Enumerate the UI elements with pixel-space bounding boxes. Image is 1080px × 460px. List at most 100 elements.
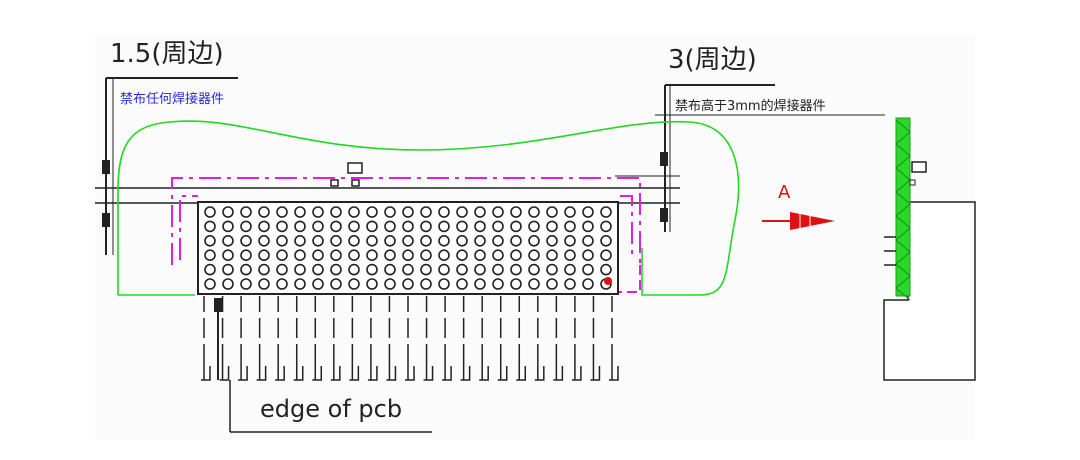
- connector-pin: [276, 263, 288, 276]
- connector-pin: [312, 206, 324, 218]
- connector-pin: [276, 235, 288, 247]
- connector-pin: [438, 206, 450, 218]
- connector-pin: [492, 206, 504, 218]
- connector-pin: [438, 249, 450, 261]
- connector-pin: [276, 220, 288, 233]
- connector-pin: [510, 278, 522, 290]
- view-arrow-icon: [762, 212, 835, 230]
- connector-pin: [510, 249, 522, 261]
- connector-pin: [582, 249, 594, 261]
- connector-pin: [366, 278, 378, 290]
- connector-pin: [384, 249, 396, 261]
- connector-pin: [582, 220, 594, 233]
- connector-pin: [294, 235, 306, 247]
- connector-pin: [510, 220, 522, 233]
- connector-pin: [258, 278, 270, 290]
- connector-pin: [474, 220, 486, 233]
- small-components: [330, 162, 363, 187]
- left-arrow-bottom: [102, 213, 110, 227]
- connector-pin: [492, 278, 504, 290]
- connector-pin-grid: [204, 206, 612, 290]
- side-view-hatch: [895, 119, 911, 301]
- connector-pin: [492, 263, 504, 276]
- connector-pin: [366, 235, 378, 247]
- connector-pin: [240, 220, 252, 233]
- connector-pin: [330, 263, 342, 276]
- connector-pin: [258, 235, 270, 247]
- connector-pin: [474, 263, 486, 276]
- connector-pin: [366, 263, 378, 276]
- left-dimension-callout: [102, 77, 238, 255]
- connector-pin: [438, 278, 450, 290]
- connector-lead: [275, 296, 285, 381]
- connector-pin: [348, 235, 360, 247]
- connector-pin: [384, 220, 396, 233]
- connector-lead: [609, 296, 619, 381]
- connector-pin: [258, 249, 270, 261]
- connector-pin: [366, 220, 378, 233]
- connector-pin: [384, 235, 396, 247]
- connector-pin: [492, 249, 504, 261]
- connector-pin: [420, 220, 432, 233]
- connector-pin: [222, 235, 234, 247]
- connector-pin: [528, 249, 540, 261]
- connector-pin: [258, 263, 270, 276]
- connector-lead: [201, 296, 211, 381]
- connector-pin: [240, 206, 252, 218]
- connector-pin: [222, 206, 234, 218]
- connector-pin: [438, 263, 450, 276]
- connector-pin: [294, 263, 306, 276]
- connector-pin: [420, 249, 432, 261]
- connector-pin: [348, 263, 360, 276]
- side-view-keepout-bar: [895, 117, 911, 297]
- connector-pin: [564, 249, 576, 261]
- connector-pin: [456, 278, 468, 290]
- connector-pin: [528, 263, 540, 276]
- connector-lead: [534, 296, 545, 381]
- connector-pin: [546, 263, 558, 276]
- connector-lead: [238, 296, 248, 381]
- connector-pin: [528, 206, 540, 218]
- right-dimension-callout: [615, 84, 885, 232]
- connector-pin: [600, 235, 612, 247]
- right-arrow-bottom: [660, 208, 668, 222]
- connector-pin: [366, 249, 378, 261]
- connector-pin: [204, 206, 216, 218]
- connector-pin: [546, 278, 558, 290]
- connector-pin: [474, 206, 486, 218]
- connector-pin: [294, 206, 306, 218]
- connector-pin: [546, 206, 558, 218]
- connector-pin: [420, 263, 432, 276]
- connector-pin: [204, 278, 216, 290]
- connector-pin: [330, 235, 342, 247]
- connector-pin: [456, 249, 468, 261]
- connector-pin: [492, 220, 504, 233]
- connector-pin: [330, 220, 342, 233]
- connector-pin: [582, 206, 594, 218]
- connector-pin: [330, 249, 342, 261]
- connector-pin: [600, 263, 612, 276]
- left-arrow-top: [102, 160, 110, 174]
- pin1-marker: [604, 277, 612, 285]
- connector-lead: [330, 296, 341, 381]
- connector-pin: [312, 249, 324, 261]
- connector-pin: [384, 263, 396, 276]
- connector-pin: [402, 206, 414, 218]
- connector-pin: [420, 278, 432, 290]
- connector-pin: [528, 220, 540, 233]
- keepout-outline: [117, 120, 740, 296]
- connector-pin: [582, 263, 594, 276]
- connector-pin: [438, 220, 450, 233]
- right-note: 禁布高于3mm的焊接器件: [675, 98, 826, 114]
- connector-pin: [294, 249, 306, 261]
- side-view: [883, 117, 976, 381]
- connector-lead: [553, 296, 564, 381]
- connector-lead: [590, 296, 601, 381]
- connector-lead: [256, 296, 267, 381]
- connector-pin: [582, 278, 594, 290]
- connector-pin: [474, 278, 486, 290]
- connector-lead: [367, 296, 378, 381]
- connector-lead: [349, 296, 360, 381]
- connector-pin: [456, 263, 468, 276]
